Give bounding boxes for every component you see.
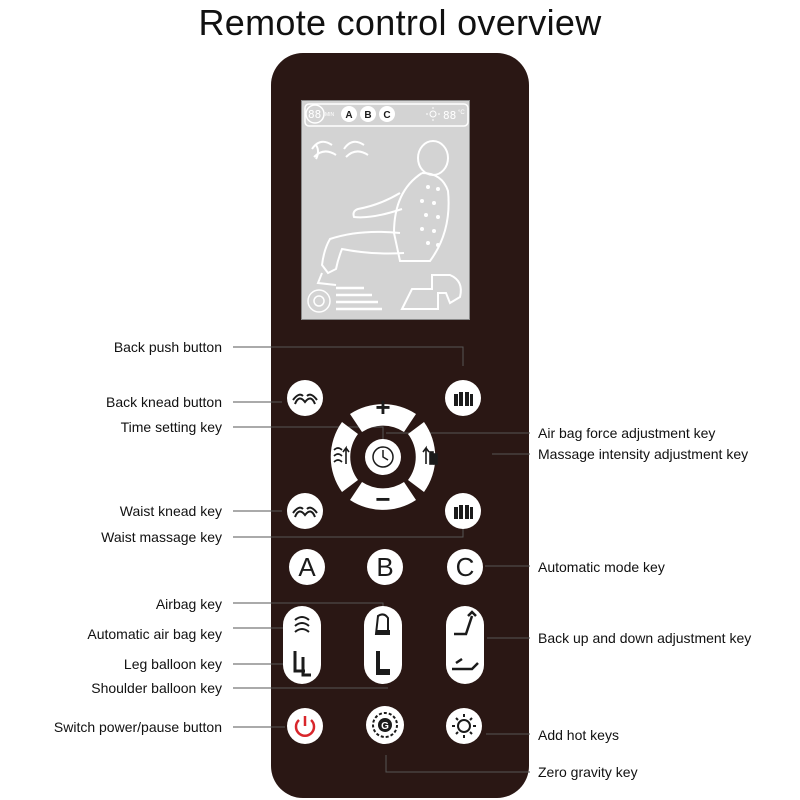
mode-b-key[interactable]: B [367, 549, 403, 585]
label-waist-knead: Waist knead key [119, 503, 222, 519]
back-knead-button[interactable] [287, 380, 323, 416]
zero-g-letter: G [381, 721, 389, 732]
label-power: Switch power/pause button [53, 719, 222, 735]
intensity-key[interactable] [410, 430, 436, 484]
sun-icon [426, 107, 440, 121]
page-title: Remote control overview [198, 2, 602, 43]
lcd-mode-a: A [345, 110, 352, 121]
airbag-force-key[interactable] [330, 430, 356, 484]
back-knead-lcd-icon [311, 140, 337, 160]
airbag-dots-icon [420, 185, 440, 247]
pushing-hands-icon [454, 392, 473, 406]
label-hot: Add hot keys [538, 727, 619, 743]
roller-lcd-icon [307, 289, 331, 313]
lcd-mode-c: C [383, 110, 390, 121]
label-leg-balloon: Leg balloon key [123, 656, 222, 672]
shoulder-balloon-key[interactable] [364, 645, 402, 684]
label-back-push: Back push button [113, 339, 222, 355]
label-airbag: Airbag key [155, 596, 222, 612]
sun-icon [452, 714, 476, 738]
time-setting-key[interactable] [365, 439, 401, 475]
lcd-graphics: 88 MIN A B C 88 °C [304, 103, 469, 313]
lcd-temp-unit: °C [458, 110, 465, 116]
lcd-temp: 88 [443, 109, 456, 122]
label-auto-airbag: Automatic air bag key [87, 626, 222, 642]
leg-balloon-key[interactable] [283, 645, 321, 684]
leg-icon [293, 651, 311, 677]
foot-icon [376, 651, 390, 675]
back-up-key[interactable] [446, 606, 484, 645]
airbag-body-icon [374, 613, 390, 635]
lcd-screen: 88 MIN A B C 88 °C [301, 100, 470, 320]
label-waist-massage: Waist massage key [101, 529, 222, 545]
lcd-mode-a-badge [341, 106, 357, 122]
back-push-lcd-icon [343, 140, 369, 158]
kneading-hands-icon [292, 506, 318, 518]
lcd-mode-c-badge [379, 106, 395, 122]
heat-button[interactable] [446, 708, 482, 744]
label-back-knead: Back knead button [106, 394, 222, 410]
intensity-bars-icon [336, 286, 382, 311]
airbag-key[interactable] [364, 606, 402, 645]
lcd-mode-b-badge [360, 106, 376, 122]
label-auto-mode: Automatic mode key [538, 559, 665, 575]
back-down-key[interactable] [446, 645, 484, 684]
label-time-setting: Time setting key [120, 419, 222, 435]
waist-massage-button[interactable] [445, 493, 481, 529]
lcd-mode-b: B [364, 110, 371, 121]
lcd-timer: 88 [308, 108, 321, 121]
label-backup-down: Back up and down adjustment key [538, 630, 752, 646]
auto-airbag-leg-pill [283, 606, 321, 684]
minus-key[interactable]: − [375, 484, 391, 514]
foot-massager-lcd-icon [400, 274, 462, 310]
airbag-shoulder-pill [364, 606, 402, 684]
waist-knead-button[interactable] [287, 493, 323, 529]
mode-a-key[interactable]: A [289, 549, 325, 585]
plus-key[interactable]: + [375, 392, 391, 422]
label-intensity: Massage intensity adjustment key [538, 446, 749, 462]
label-airbag-force: Air bag force adjustment key [538, 425, 716, 441]
massage-body-icon [316, 140, 450, 286]
kneading-hands-icon [292, 393, 318, 405]
timer-ring-icon [305, 104, 325, 124]
power-icon [294, 716, 316, 737]
label-zero-gravity: Zero gravity key [538, 764, 638, 780]
power-button[interactable] [287, 708, 323, 744]
mode-c-key[interactable]: C [447, 549, 483, 585]
gear-g-icon: G [372, 712, 398, 738]
chair-down-icon [452, 657, 479, 671]
auto-airbag-key[interactable] [283, 606, 321, 645]
airbag-waves-icon [294, 616, 310, 633]
zero-gravity-button[interactable]: G [366, 706, 404, 744]
label-shoulder-balloon: Shoulder balloon key [91, 680, 222, 696]
chair-up-icon [454, 610, 477, 636]
pushing-hands-icon [454, 505, 473, 519]
backrest-adjust-pill [446, 606, 484, 684]
back-push-button[interactable] [445, 380, 481, 416]
lcd-timer-unit: MIN [325, 112, 335, 118]
